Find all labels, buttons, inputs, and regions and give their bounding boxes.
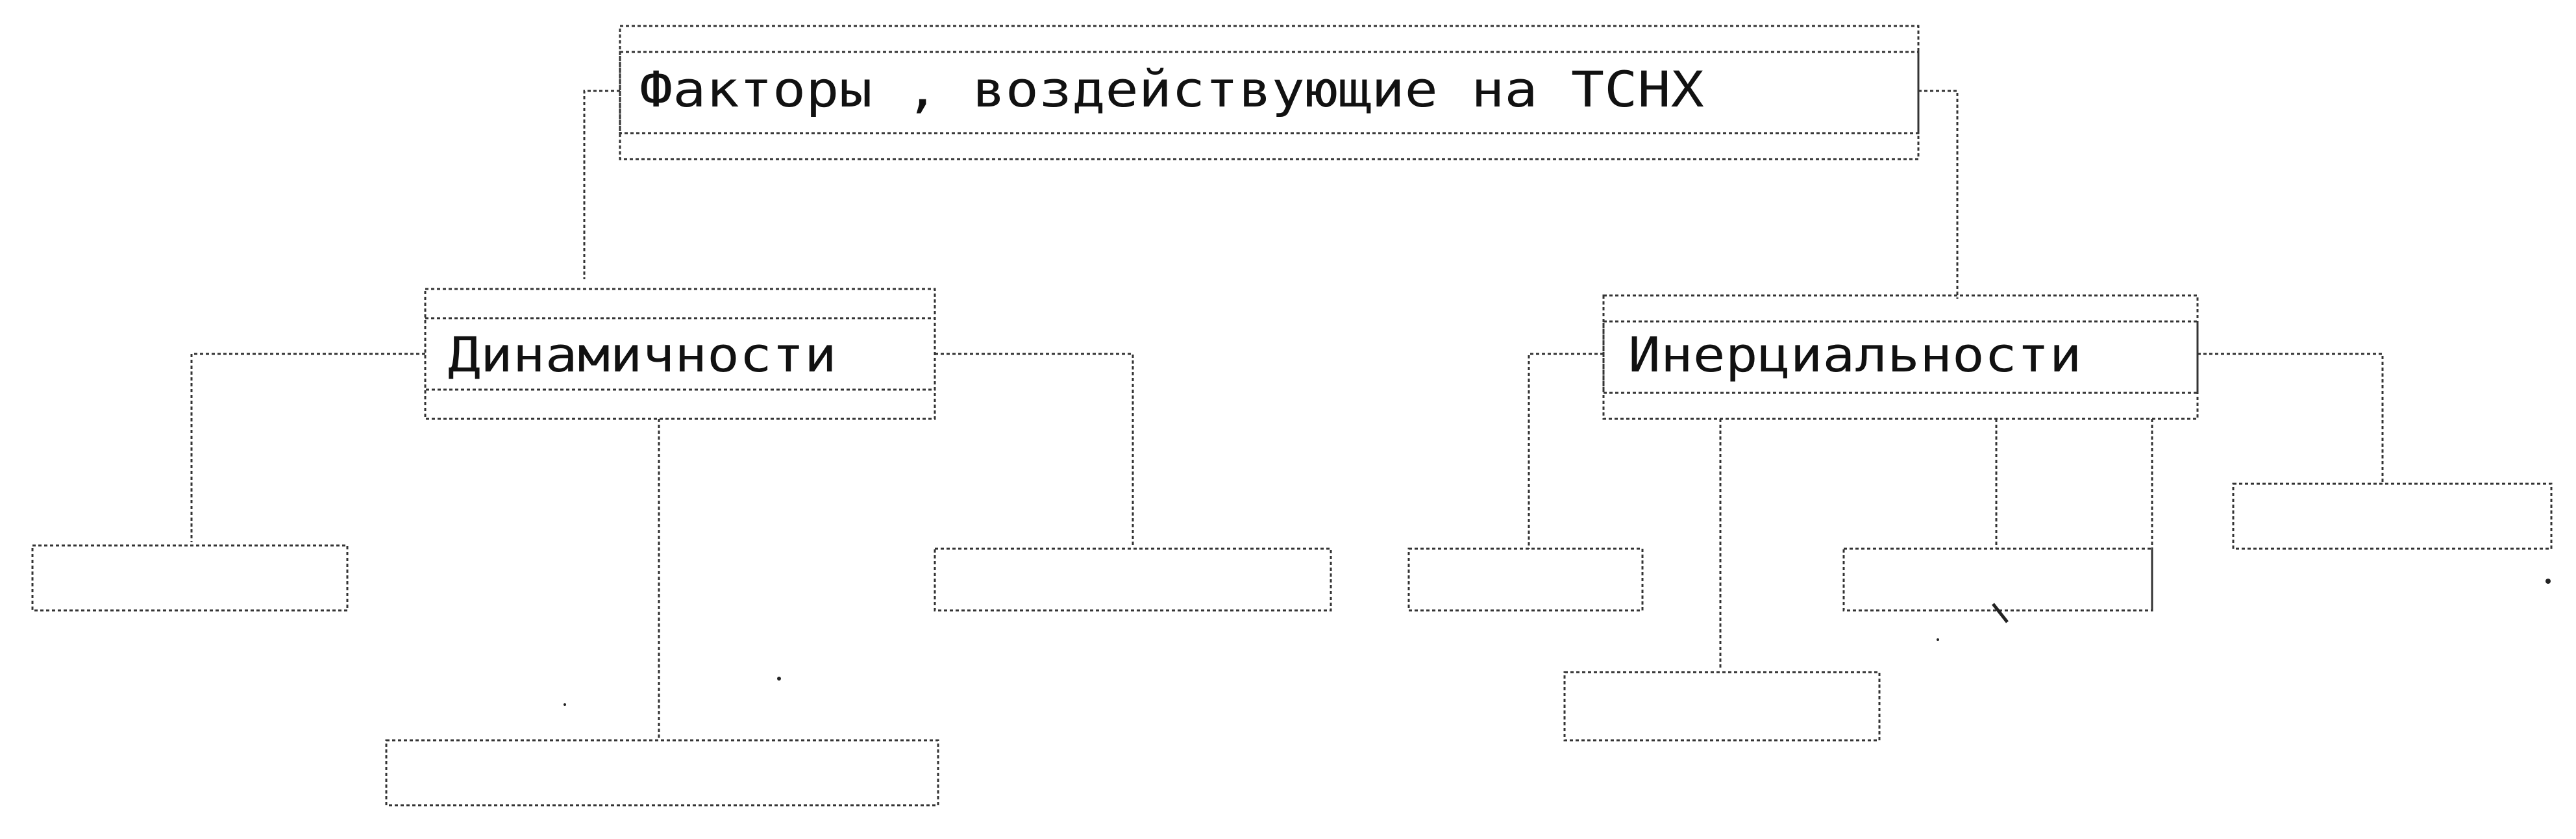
root-to-inertial-connector	[1918, 90, 1959, 299]
inertial-node-box	[1602, 294, 2199, 420]
scan-speck	[564, 703, 566, 706]
root-node-box	[619, 25, 1920, 160]
root-node-label: Факторы , воздействующие на ТСНХ	[639, 60, 1704, 118]
dynamic-leaf-right	[934, 547, 1332, 612]
dynamic-node-label: Динамичности	[448, 327, 837, 383]
inertial-leaf-far-right	[2232, 482, 2553, 550]
root-node-inner-box	[619, 51, 1920, 134]
dynamic-to-left-leaf-connector	[190, 353, 425, 542]
dynamic-leaf-bottom	[385, 739, 939, 807]
inertial-leaf-bottom	[1563, 671, 1881, 742]
dynamic-leaf-left	[31, 544, 349, 612]
inertial-leaf-middle	[1842, 547, 2153, 612]
scan-speck	[2545, 579, 2551, 584]
inertial-to-left-leaf-connector	[1528, 353, 1604, 549]
scan-speck	[777, 677, 781, 681]
inertial-leaf-left	[1407, 547, 1644, 612]
root-to-dynamic-connector	[583, 90, 620, 279]
scan-speck	[1937, 638, 1939, 641]
dynamic-to-right-leaf-connector	[935, 353, 1134, 545]
scan-mark	[1992, 603, 2009, 623]
inertial-node-label: Инерциальности	[1628, 327, 2082, 383]
inertial-to-far-right-leaf-connector	[2198, 353, 2384, 484]
